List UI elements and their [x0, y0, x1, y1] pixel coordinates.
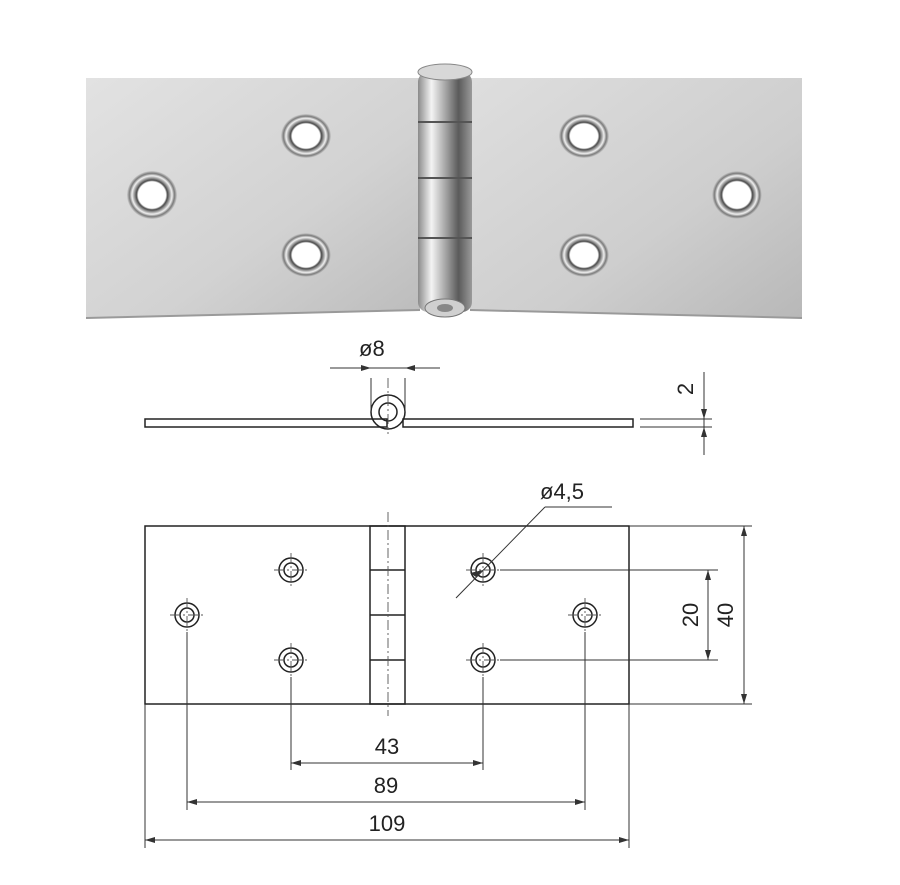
- overall-length-label: 109: [369, 811, 406, 836]
- side-view-leaf: [144, 418, 388, 428]
- hole-3d: [559, 114, 609, 158]
- hinge-3d-render: [85, 63, 803, 319]
- plan-hole: [274, 643, 308, 677]
- hole-3d: [281, 114, 331, 158]
- countersunk-holes-3d: [127, 114, 762, 277]
- inner-spacing-label: 43: [375, 734, 399, 759]
- inner-hole-spacing-label: 20: [678, 603, 703, 627]
- outer-hole-spacing-label: 89: [374, 773, 398, 798]
- knuckle: [417, 63, 473, 318]
- thickness-label: 2: [673, 383, 698, 395]
- plan-hole: [568, 598, 602, 632]
- plan-hole: [466, 643, 500, 677]
- plan-view: ø4,5 20 40 43 89 109: [144, 479, 752, 848]
- pin-diameter-label: ø8: [359, 336, 385, 361]
- hole-3d: [281, 233, 331, 277]
- right-leaf: [470, 78, 802, 318]
- hole-3d: [127, 171, 177, 219]
- side-view-leaf: [402, 418, 634, 428]
- width-label: 40: [713, 603, 738, 627]
- hole-diameter-label: ø4,5: [540, 479, 584, 504]
- hole-3d: [712, 171, 762, 219]
- plan-hole: [170, 598, 204, 632]
- side-view: ø8 2: [144, 336, 712, 455]
- plan-hole: [466, 553, 500, 587]
- left-leaf: [86, 78, 420, 318]
- plan-hole: [274, 553, 308, 587]
- hole-3d: [559, 233, 609, 277]
